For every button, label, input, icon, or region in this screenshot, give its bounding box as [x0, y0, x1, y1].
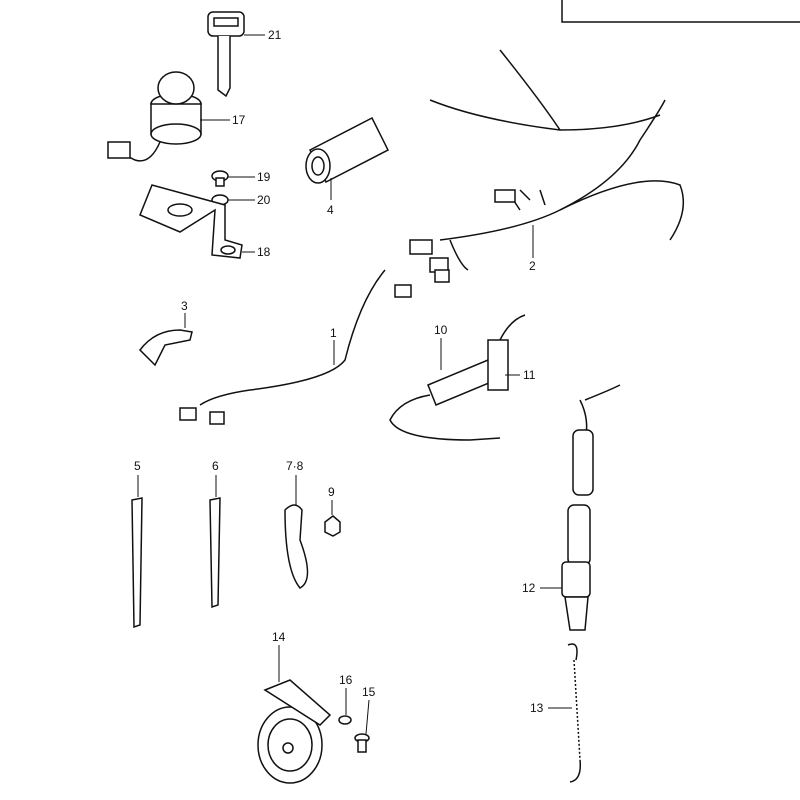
- label-12: 12: [522, 581, 536, 595]
- ignition-switch: [107, 71, 202, 162]
- condenser: [389, 314, 526, 441]
- horn-washer: [338, 715, 352, 725]
- clamp: [139, 329, 193, 367]
- clamp-band: [284, 504, 309, 589]
- frame-corner: [561, 0, 800, 23]
- label-1: 1: [330, 326, 337, 340]
- cable-tie: [209, 497, 221, 609]
- label-17: 17: [232, 113, 246, 127]
- label-16: 16: [339, 673, 353, 687]
- main-wiring-harness: [409, 49, 685, 283]
- label-6: 6: [212, 459, 219, 473]
- nut: [324, 515, 341, 537]
- ignition-coil: [305, 116, 390, 184]
- label-21: 21: [268, 28, 282, 42]
- label-20: 20: [257, 193, 271, 207]
- sub-wiring-harness: [179, 269, 412, 425]
- label-3: 3: [181, 299, 188, 313]
- label-4: 4: [327, 203, 334, 217]
- ignition-key: [207, 11, 245, 98]
- neutral-switch: [561, 384, 621, 631]
- return-spring: [567, 643, 582, 783]
- label-5: 5: [134, 459, 141, 473]
- label-9: 9: [328, 485, 335, 499]
- label-19: 19: [257, 170, 271, 184]
- screw: [211, 170, 229, 187]
- horn: [257, 679, 332, 784]
- label-7-8: 7·8: [286, 459, 304, 473]
- label-14: 14: [272, 630, 286, 644]
- label-2: 2: [529, 259, 536, 273]
- label-13: 13: [530, 701, 544, 715]
- cable-tie-long: [131, 497, 143, 629]
- label-11: 11: [523, 368, 536, 382]
- label-10: 10: [434, 323, 448, 337]
- horn-bolt: [354, 733, 370, 753]
- label-18: 18: [257, 245, 271, 259]
- switch-bracket: [139, 184, 243, 259]
- label-15: 15: [362, 685, 376, 699]
